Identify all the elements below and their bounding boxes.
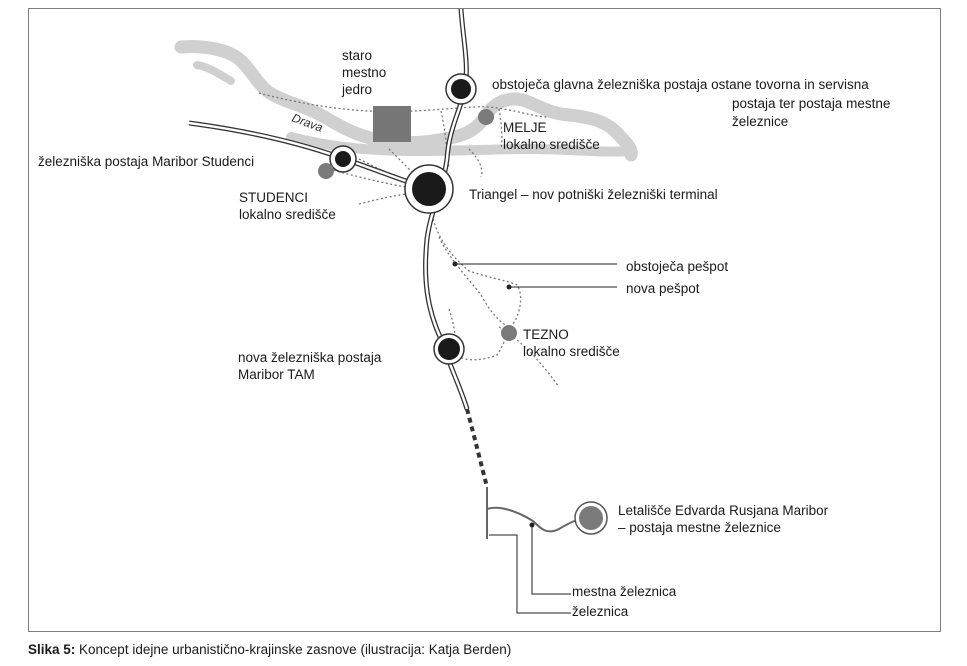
label-airport: Letališče Edvarda Rusjana Maribor – post…: [618, 503, 829, 535]
label-main-station-2: postaja ter postaja mestne: [732, 96, 891, 111]
local-center-melje: [478, 109, 494, 125]
label-railway: železnica: [572, 604, 629, 619]
label-new-footpath: nova pešpot: [626, 281, 700, 296]
old-town-block: [373, 106, 411, 142]
rail-marker: [529, 522, 535, 528]
leader-lines: [455, 263, 617, 614]
label-main-station-3: železnice: [732, 114, 789, 129]
station-triangel: [404, 164, 454, 214]
label-studenci-station: železniška postaja Maribor Studenci: [38, 154, 255, 169]
label-triangel: Triangel – nov potniški železniški termi…: [469, 187, 718, 202]
local-center-tezno: [501, 325, 517, 341]
station-studenci: [329, 145, 357, 173]
concept-map: Drava: [174, 9, 638, 614]
label-studenci: STUDENCI lokalno središče: [239, 190, 336, 222]
railway-line: [188, 9, 489, 539]
map-frame: Drava: [28, 8, 941, 632]
footpath-marker: [506, 284, 512, 290]
footpath-marker: [452, 261, 458, 267]
station-tam: [433, 333, 465, 365]
label-tam-station: nova železniška postaja Maribor TAM: [238, 350, 382, 382]
label-city-rail: mestna železnica: [572, 584, 677, 599]
label-existing-footpath: obstoječa pešpot: [626, 259, 729, 274]
station-main: [445, 73, 477, 105]
label-tezno: TEZNO lokalno središče: [523, 327, 620, 359]
label-old-center: staro mestno jedro: [342, 48, 387, 97]
caption-prefix: Slika 5:: [28, 642, 76, 657]
station-airport: [574, 501, 608, 535]
city-rail-line: [486, 506, 590, 533]
local-center-studenci: [318, 163, 334, 179]
figure-caption: Slika 5: Koncept idejne urbanistično-kra…: [28, 641, 511, 658]
label-main-station: obstoječa glavna železniška postaja osta…: [492, 77, 869, 92]
caption-text: Koncept idejne urbanistično-krajinske za…: [75, 642, 512, 657]
label-melje: MELJE lokalno središče: [503, 120, 600, 152]
